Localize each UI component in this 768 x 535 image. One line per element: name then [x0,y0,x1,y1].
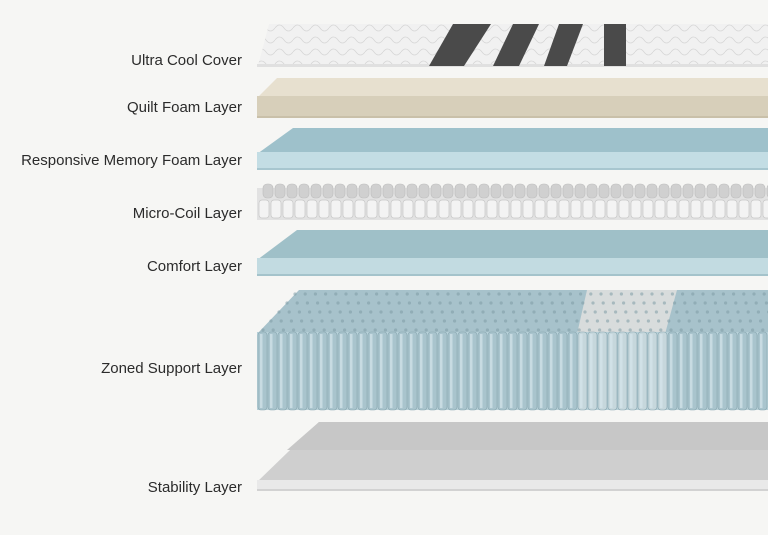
label-comfort-layer: Comfort Layer [146,258,242,275]
quilt-foam-layer [257,78,768,120]
ultra-cool-cover-layer [257,22,768,68]
zoned-support-layer [257,288,768,412]
label-ultra-cool-cover: Ultra Cool Cover [131,52,242,69]
label-quilt-foam-layer: Quilt Foam Layer [126,99,242,116]
responsive-memory-foam-layer [257,128,768,172]
label-stability-layer: Stability Layer [147,479,242,496]
micro-coil-layer [257,182,768,222]
label-micro-coil-layer: Micro-Coil Layer [132,205,242,222]
stability-layer [257,420,768,494]
comfort-layer [257,230,768,278]
label-responsive-memory-foam-layer: Responsive Memory Foam Layer [21,152,242,169]
label-zoned-support-layer: Zoned Support Layer [101,360,242,377]
